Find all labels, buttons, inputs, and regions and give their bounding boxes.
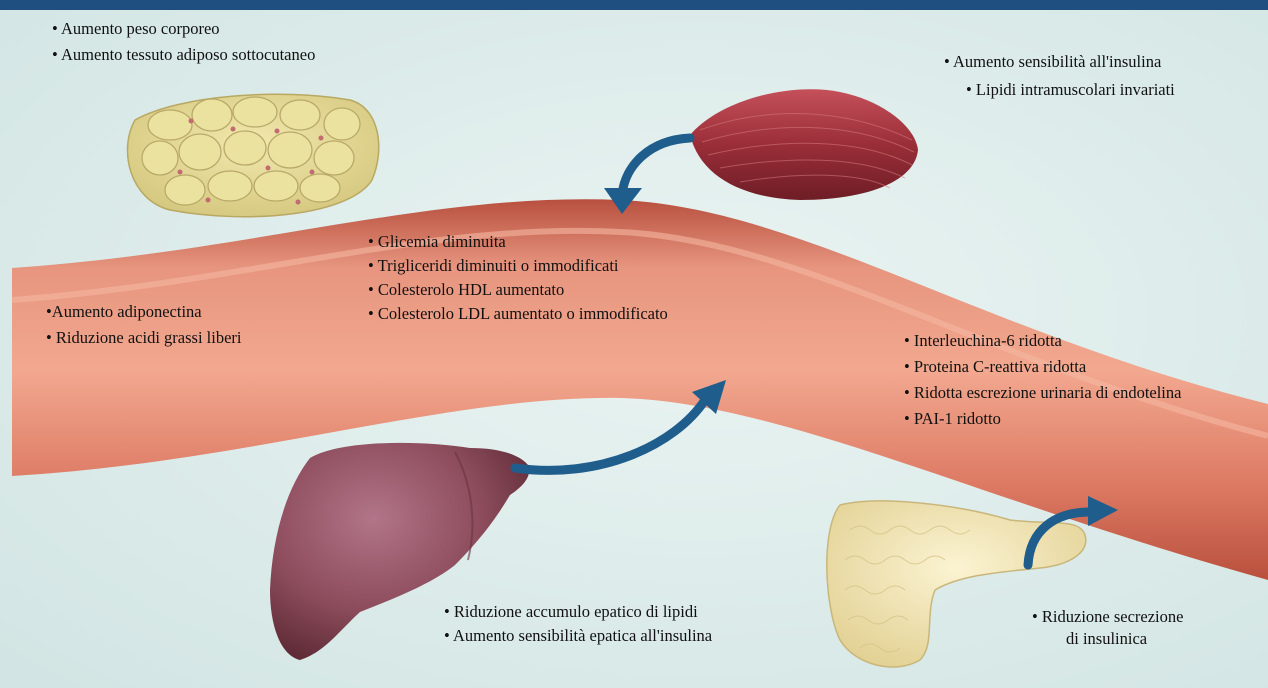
- blood-effect-item: • Trigliceridi diminuiti o immodificati: [368, 254, 668, 278]
- muscle-effect-item: • Aumento sensibilità all'insulina: [944, 48, 1175, 76]
- muscle-effect-item: • Lipidi intramuscolari invariati: [944, 76, 1175, 104]
- inflammation-effect-item: • PAI-1 ridotto: [904, 406, 1181, 432]
- inflammation-effect-item: • Interleuchina-6 ridotta: [904, 328, 1181, 354]
- liver-effect-item: • Aumento sensibilità epatica all'insuli…: [444, 624, 712, 648]
- liver-effect-item: • Riduzione accumulo epatico di lipidi: [444, 600, 712, 624]
- muscle-effects: • Aumento sensibilità all'insulina • Lip…: [944, 48, 1175, 104]
- blood-effects: • Glicemia diminuita • Trigliceridi dimi…: [368, 230, 668, 326]
- adipose-effects: • Aumento peso corporeo • Aumento tessut…: [52, 16, 315, 68]
- blood-effect-item: • Glicemia diminuita: [368, 230, 668, 254]
- inflammation-effect-item: • Proteina C-reattiva ridotta: [904, 354, 1181, 380]
- inflammation-effects: • Interleuchina-6 ridotta • Proteina C-r…: [904, 328, 1181, 432]
- pancreas-effect-item: di insulinica: [1032, 628, 1183, 650]
- blood-effect-item: • Colesterolo LDL aumentato o immodifica…: [368, 302, 668, 326]
- adipokine-effect-item: • Riduzione acidi grassi liberi: [46, 325, 241, 351]
- blood-effect-item: • Colesterolo HDL aumentato: [368, 278, 668, 302]
- adipose-tissue-illustration: [128, 94, 379, 216]
- adipokine-effect-item: •Aumento adiponectina: [46, 299, 241, 325]
- liver-effects: • Riduzione accumulo epatico di lipidi •…: [444, 600, 712, 648]
- pancreas-effect-item: • Riduzione secrezione: [1032, 606, 1183, 628]
- pancreas-effects: • Riduzione secrezione di insulinica: [1032, 606, 1183, 650]
- adipose-effect-item: • Aumento peso corporeo: [52, 16, 315, 42]
- adipose-effect-item: • Aumento tessuto adiposo sottocutaneo: [52, 42, 315, 68]
- adipokine-effects: •Aumento adiponectina • Riduzione acidi …: [46, 299, 241, 351]
- inflammation-effect-item: • Ridotta escrezione urinaria di endotel…: [904, 380, 1181, 406]
